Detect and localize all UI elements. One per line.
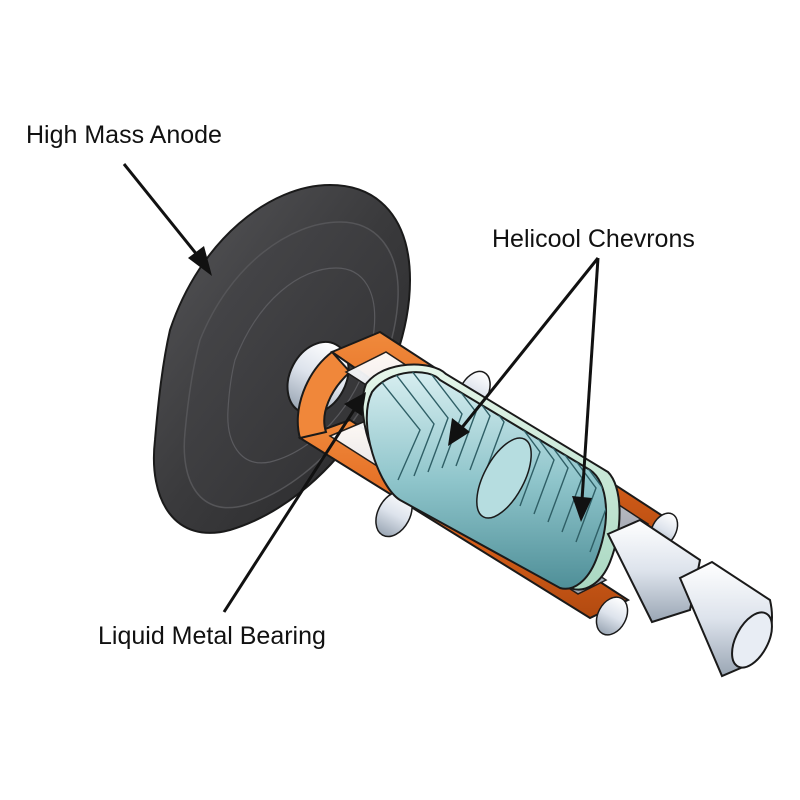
arrow-chevron-2	[580, 257, 600, 501]
label-anode: High Mass Anode	[26, 121, 222, 149]
callout-arrows	[122, 163, 600, 613]
arrow-chevron-1	[458, 257, 600, 431]
arrow-bearing	[222, 409, 356, 613]
shaft-with-chevrons	[365, 371, 607, 590]
output-shaft	[606, 518, 773, 678]
label-chevrons: Helicool Chevrons	[492, 225, 695, 253]
label-bearing: Liquid Metal Bearing	[98, 622, 326, 650]
arrow-anode	[122, 163, 200, 257]
